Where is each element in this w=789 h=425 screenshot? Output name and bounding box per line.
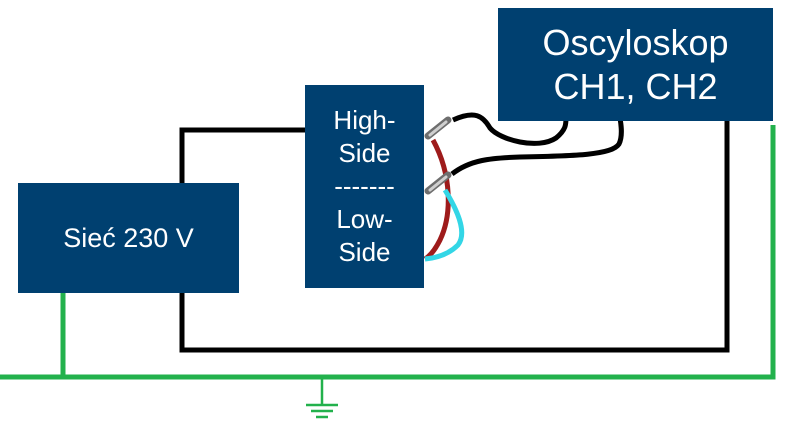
mains-wire-bottom bbox=[179, 121, 730, 353]
probe-separator: ------- bbox=[334, 171, 395, 201]
probe-low-lead bbox=[424, 188, 465, 262]
probe-output-wire-ch2 bbox=[450, 117, 624, 177]
probe-low-label-2: Side bbox=[338, 237, 391, 267]
oscilloscope-channels: CH1, CH2 bbox=[553, 65, 718, 107]
mains-label: Sieć 230 V bbox=[63, 222, 194, 253]
probe-high-label-2: Side bbox=[338, 138, 391, 168]
earth-ground-icon bbox=[306, 377, 338, 419]
probe-high-label-1: High- bbox=[333, 105, 396, 135]
probe-high-lead bbox=[423, 138, 451, 262]
probe-connector-high bbox=[424, 116, 452, 140]
ground-bus bbox=[0, 125, 776, 380]
probe-output-wire-ch1 bbox=[451, 112, 569, 146]
oscilloscope-block: Oscyloskop CH1, CH2 bbox=[498, 8, 773, 121]
differential-probe-block: High- Side ------- Low- Side bbox=[305, 85, 424, 288]
mains-wire-top bbox=[179, 127, 305, 183]
probe-low-label-1: Low- bbox=[336, 204, 393, 234]
mains-block: Sieć 230 V bbox=[18, 183, 239, 293]
oscilloscope-title: Oscyloskop bbox=[542, 21, 729, 63]
probe-connector-low bbox=[424, 171, 452, 195]
